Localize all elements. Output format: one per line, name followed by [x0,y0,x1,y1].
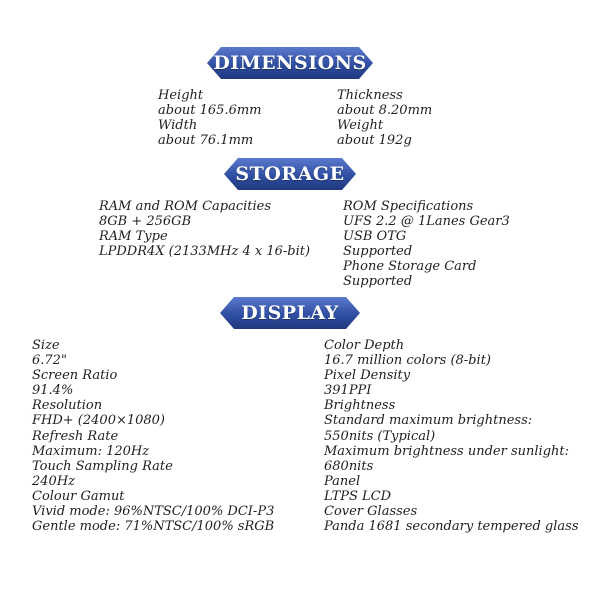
spec-label: Brightness [324,398,396,414]
spec-label: Screen Ratio [32,368,118,384]
storage-right-column: ROM Specifications UFS 2.2 @ 1Lanes Gear… [343,199,510,290]
spec-value: about 192g [337,133,412,149]
spec-value: 8GB + 256GB [99,214,192,230]
spec-value: Maximum brightness under sunlight: [324,443,570,459]
dimensions-right-column: Thickness about 8.20mm Weight about 192g [337,88,432,148]
spec-value: 16.7 million colors (8-bit) [324,353,491,369]
spec-value: 240Hz [32,473,75,489]
spec-label: Weight [337,118,384,134]
spec-value: LPDDR4X (2133MHz 4 x 16-bit) [99,244,311,260]
spec-label: Refresh Rate [32,428,119,444]
dimensions-left-column: Height about 165.6mm Width about 76.1mm [158,88,262,148]
display-left-column: Size 6.72" Screen Ratio 91.4% Resolution… [32,338,274,534]
display-heading: DISPLAY [220,297,360,329]
spec-value: UFS 2.2 @ 1Lanes Gear3 [343,214,510,230]
spec-label: RAM and ROM Capacities [99,199,272,214]
spec-label: Size [32,338,60,353]
spec-value: Maximum: 120Hz [32,443,150,459]
spec-label: Height [158,88,204,103]
spec-value: Supported [343,244,413,260]
spec-value: 91.4% [32,383,74,399]
spec-value: about 76.1mm [158,133,254,149]
spec-label: Colour Gamut [32,488,125,504]
storage-heading: STORAGE [224,158,356,190]
spec-value: about 8.20mm [337,103,433,119]
spec-label: Cover Glasses [324,504,418,520]
spec-value: Standard maximum brightness: [324,413,533,429]
spec-label: Width [158,118,198,134]
spec-value: 391PPI [324,383,372,399]
spec-value: 6.72" [32,353,67,369]
spec-value: Supported [343,274,413,290]
spec-label: Color Depth [324,338,405,353]
spec-label: Phone Storage Card [343,259,477,275]
spec-label: Panel [324,473,361,489]
spec-value: Gentle mode: 71%NTSC/100% sRGB [32,519,275,535]
spec-value: about 165.6mm [158,103,262,119]
spec-label: Thickness [337,88,403,103]
spec-value: Panda 1681 secondary tempered glass [324,519,579,535]
spec-label: Touch Sampling Rate [32,458,173,474]
spec-label: RAM Type [99,229,168,245]
spec-value: Vivid mode: 96%NTSC/100% DCI-P3 [32,504,275,520]
spec-value: 550nits (Typical) [324,428,436,444]
spec-label: ROM Specifications [343,199,474,214]
spec-label: Resolution [32,398,103,414]
spec-label: USB OTG [343,229,407,245]
spec-value: LTPS LCD [324,488,392,504]
spec-label: Pixel Density [324,368,411,384]
storage-left-column: RAM and ROM Capacities 8GB + 256GB RAM T… [99,199,310,259]
display-right-column: Color Depth 16.7 million colors (8-bit) … [324,338,579,534]
dimensions-heading: DIMENSIONS [207,47,373,79]
spec-value: 680nits [324,458,374,474]
spec-value: FHD+ (2400×1080) [32,413,166,429]
